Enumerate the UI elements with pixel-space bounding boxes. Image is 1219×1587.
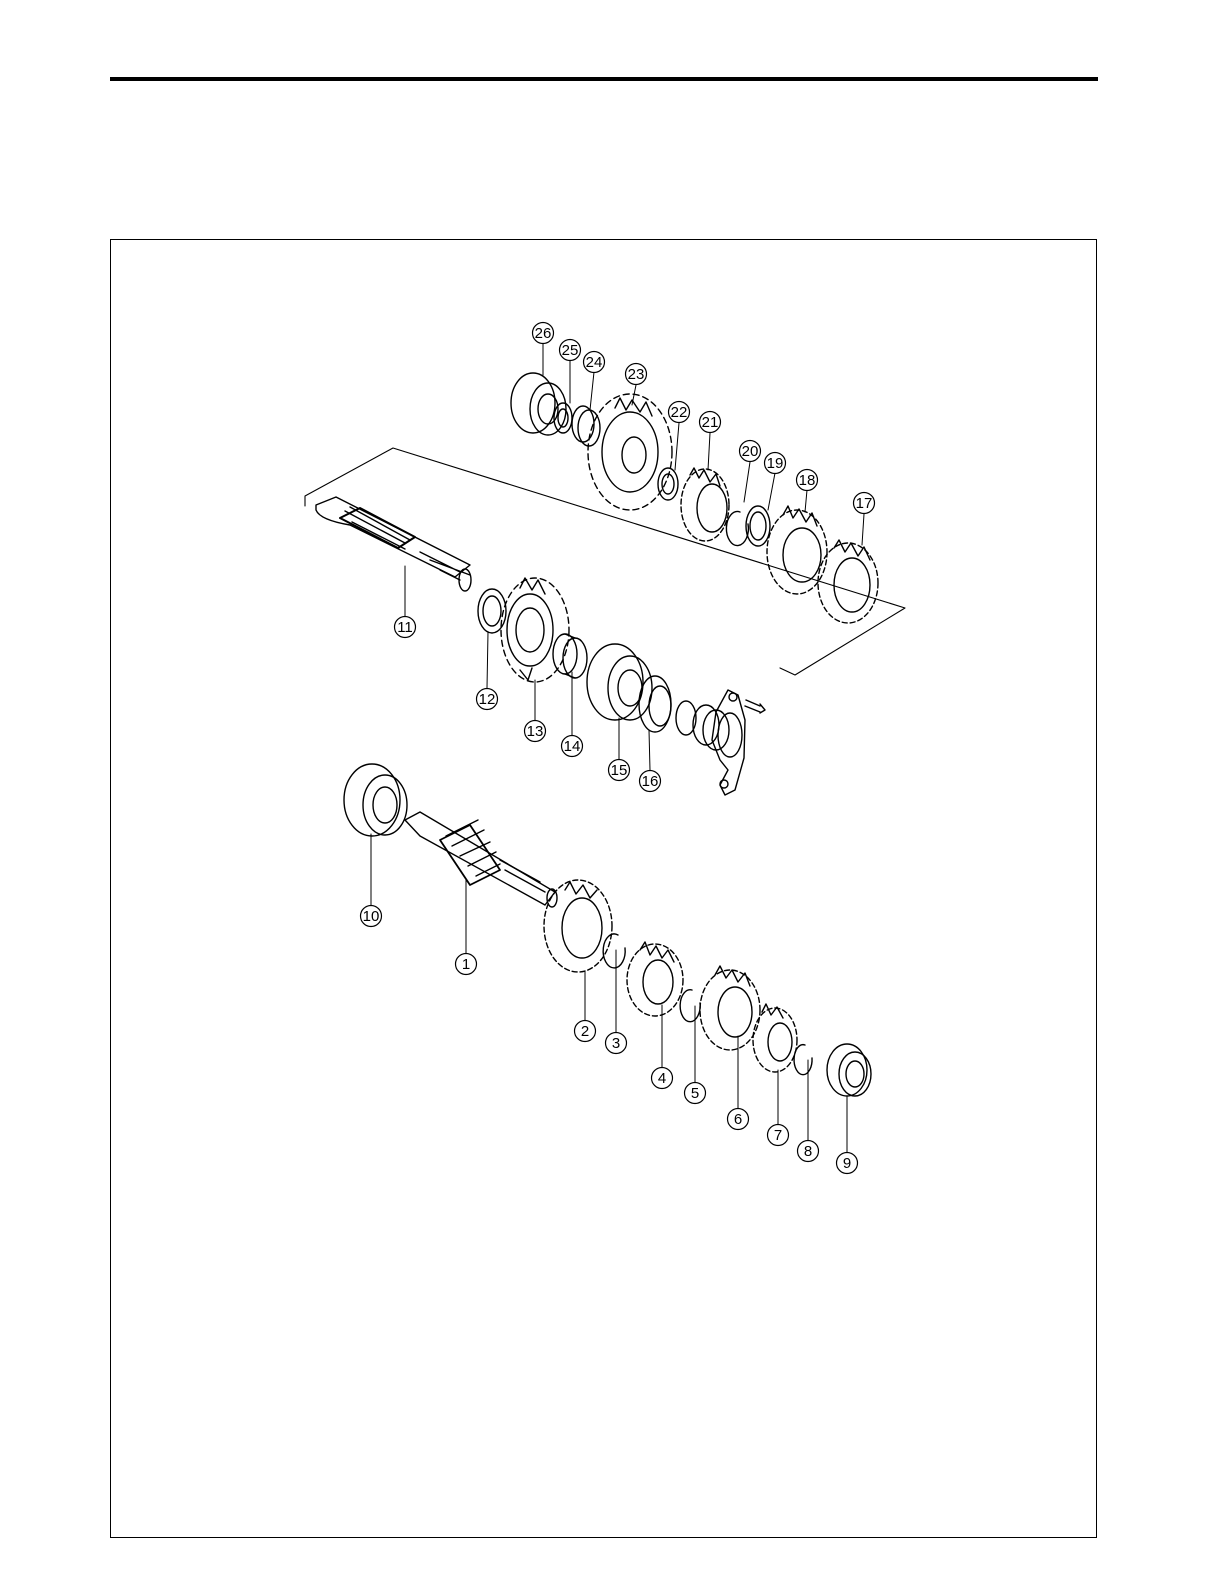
- callout-14: 14: [562, 736, 583, 757]
- callout-label: 23: [628, 366, 645, 383]
- callout-label: 4: [658, 1070, 666, 1087]
- callout-2: 2: [575, 1021, 596, 1042]
- callout-label: 7: [774, 1127, 782, 1144]
- bearing-9: [827, 1044, 871, 1096]
- callout-1: 1: [456, 954, 477, 975]
- drive-axle: [405, 812, 557, 907]
- callout-25: 25: [560, 340, 581, 361]
- callout-label: 10: [363, 908, 380, 925]
- bearing-26: [511, 373, 566, 435]
- bushing-24: [572, 406, 600, 446]
- callout-label: 11: [397, 619, 413, 636]
- callout-24: 24: [584, 352, 605, 373]
- gear-6: [700, 966, 760, 1050]
- callout-label: 12: [479, 691, 496, 708]
- callout-label: 21: [702, 414, 719, 431]
- retainer-parts: [676, 690, 765, 795]
- main-axle: [316, 497, 471, 591]
- gear-2: [544, 880, 612, 972]
- callout-label: 20: [742, 443, 759, 460]
- gear-13: [501, 578, 569, 682]
- callout-21: 21: [700, 412, 721, 433]
- callout-9: 9: [837, 1153, 858, 1174]
- callout-22: 22: [669, 402, 690, 423]
- seal-16: [639, 676, 671, 732]
- callout-label: 6: [734, 1111, 742, 1128]
- callout-7: 7: [768, 1125, 789, 1146]
- circlip-20: [726, 512, 748, 546]
- callout-label: 9: [843, 1155, 851, 1172]
- collar-14: [553, 634, 587, 678]
- bearing-10: [344, 764, 407, 836]
- washer-12: [478, 589, 506, 633]
- callout-label: 14: [564, 738, 581, 755]
- washer-19: [746, 506, 770, 546]
- circlip-8: [794, 1045, 812, 1075]
- callout-23: 23: [626, 364, 647, 385]
- callout-13: 13: [525, 721, 546, 742]
- washer-22: [658, 468, 678, 500]
- callout-label: 18: [799, 472, 816, 489]
- callout-11: 11: [395, 617, 416, 638]
- callout-18: 18: [797, 470, 818, 491]
- callout-group: 1234567891011121314151617181920212223242…: [361, 323, 875, 1174]
- circlip-5: [680, 990, 700, 1022]
- callout-label: 19: [767, 455, 784, 472]
- callout-label: 25: [562, 342, 579, 359]
- callout-label: 3: [612, 1035, 620, 1052]
- callout-6: 6: [728, 1109, 749, 1130]
- callout-15: 15: [609, 760, 630, 781]
- gear-21: [681, 468, 729, 541]
- callout-label: 16: [642, 773, 659, 790]
- callout-label: 24: [586, 354, 603, 371]
- callout-19: 19: [765, 453, 786, 474]
- callout-label: 22: [671, 404, 688, 421]
- bearing-15: [587, 644, 652, 720]
- callout-label: 15: [611, 762, 628, 779]
- callout-label: 17: [856, 495, 873, 512]
- callout-label: 1: [462, 956, 470, 973]
- callout-label: 2: [581, 1023, 589, 1040]
- callout-16: 16: [640, 771, 661, 792]
- gear-4: [627, 942, 683, 1016]
- callout-10: 10: [361, 906, 382, 927]
- callout-label: 13: [527, 723, 544, 740]
- callout-label: 5: [691, 1085, 699, 1102]
- callout-20: 20: [740, 441, 761, 462]
- callout-3: 3: [606, 1033, 627, 1054]
- callout-label: 8: [804, 1143, 812, 1160]
- callout-17: 17: [854, 493, 875, 514]
- callout-26: 26: [533, 323, 554, 344]
- callout-4: 4: [652, 1068, 673, 1089]
- callout-5: 5: [685, 1083, 706, 1104]
- callout-label: 26: [535, 325, 552, 342]
- callout-8: 8: [798, 1141, 819, 1162]
- callout-12: 12: [477, 689, 498, 710]
